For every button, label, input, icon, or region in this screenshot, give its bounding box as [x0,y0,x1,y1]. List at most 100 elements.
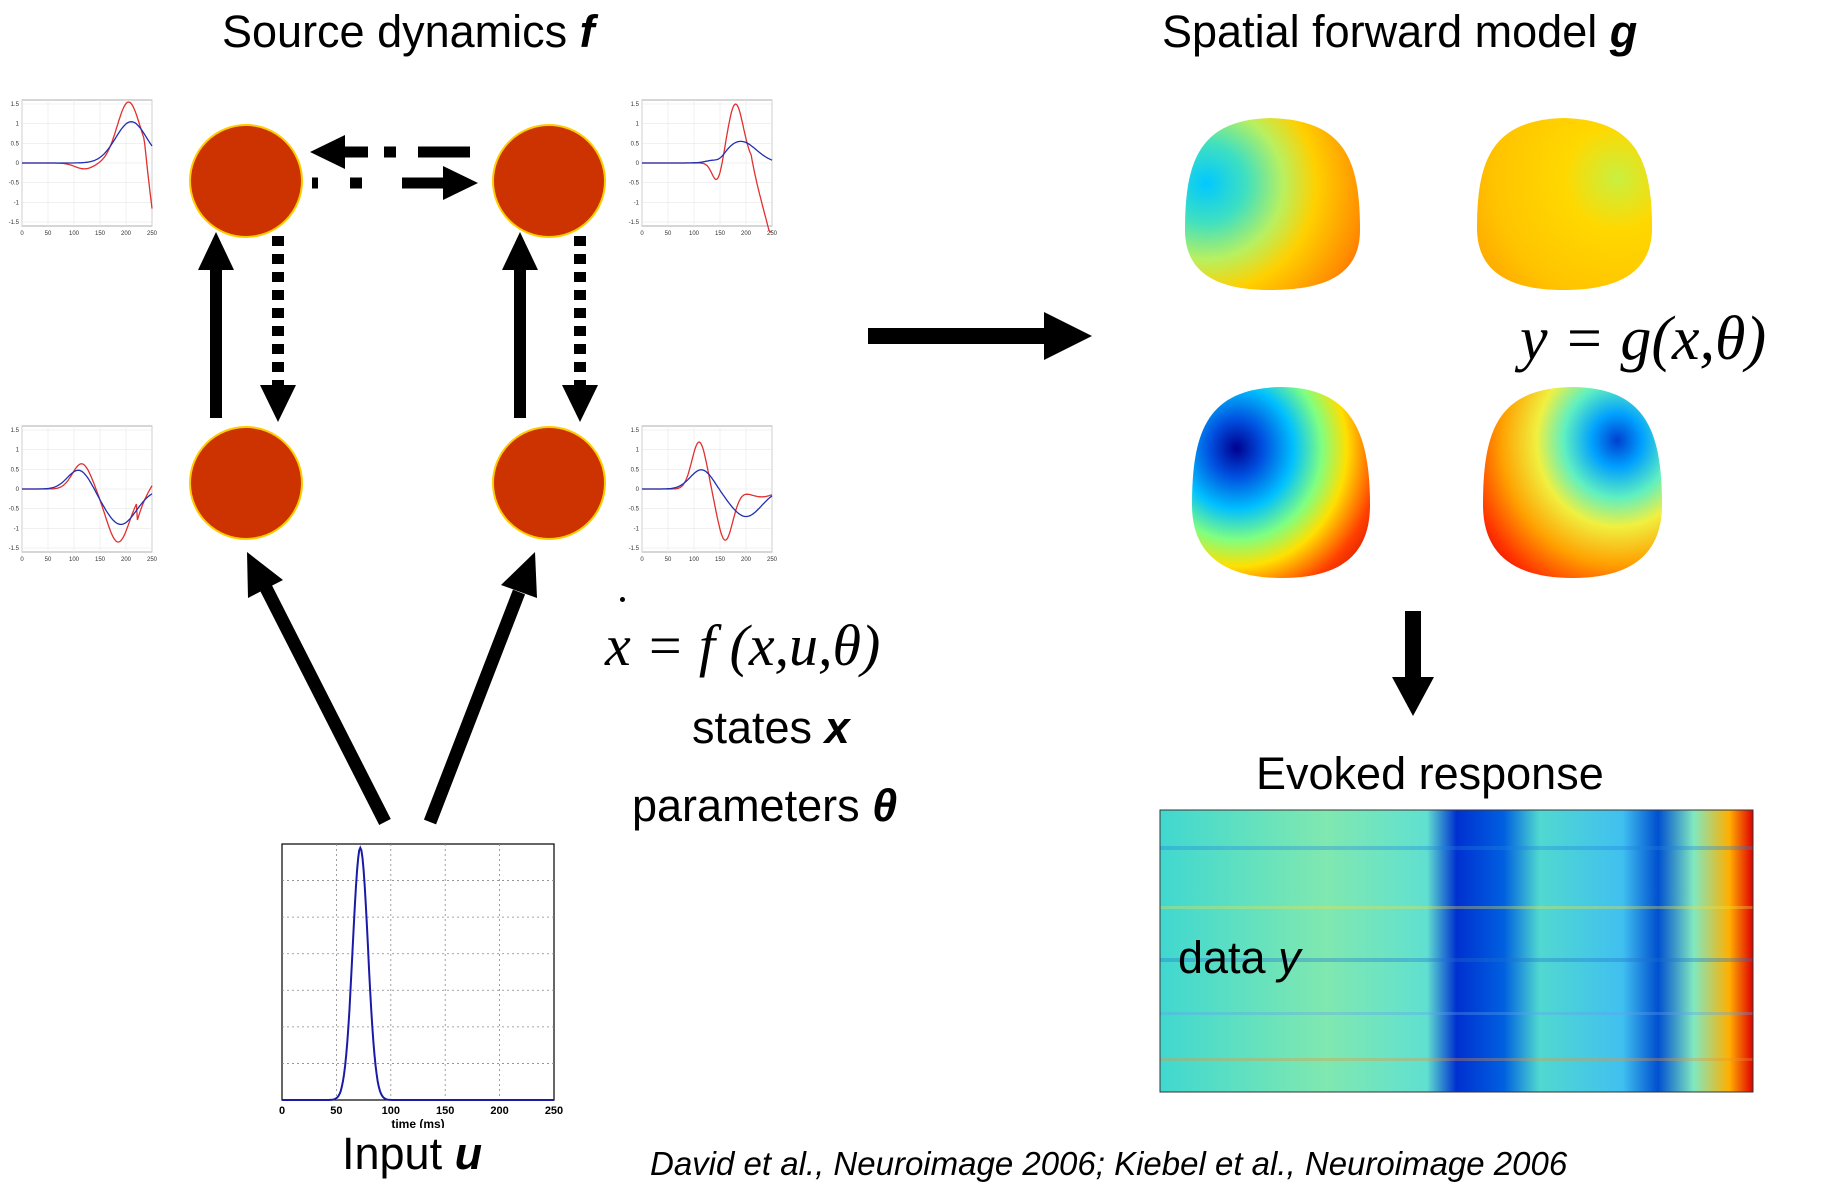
input-x-tick-label: 250 [545,1105,563,1117]
input-x-tick-label: 200 [490,1105,508,1117]
source-node-upper-right [492,124,606,238]
y-tick-label: -1.5 [629,546,640,552]
x-tick-label: 200 [741,557,752,563]
input-x-tick-label: 0 [279,1105,285,1117]
scalp-maps [1185,118,1662,578]
forward-equation: y = g(x,θ) [1520,305,1767,373]
scalp-map-3 [1192,387,1370,578]
source-dynamics-title: Source dynamics f [222,6,595,58]
y-tick-label: 1 [16,122,20,128]
y-tick-label: 1 [16,448,20,454]
dot-mark [620,597,625,602]
input-x-tick-label: 50 [330,1105,342,1117]
y-tick-label: 0 [636,487,640,493]
state-equation-lhs: x [605,613,631,678]
parameters-symbol: θ [872,780,898,831]
y-tick-label: -1 [634,200,640,206]
forward-model-symbol: g [1609,6,1638,57]
evoked-response-heatmap [1159,809,1754,1093]
y-tick-label: 0 [16,161,20,167]
blue-series-line [22,121,153,164]
x-tick-label: 200 [121,557,132,563]
blue-series-line [22,469,153,526]
scalp-map-4 [1483,387,1662,578]
y-tick-label: 0.5 [631,141,640,147]
source-dynamics-symbol: f [579,6,595,57]
forward-connection-arrows [198,232,538,418]
input-plot: 0 50 100 150 200 250 time (ms) [279,843,563,1128]
x-tick-label: 50 [665,557,672,563]
y-tick-label: -0.5 [9,181,20,187]
y-tick-label: -1.5 [9,220,20,226]
y-tick-label: -0.5 [9,507,20,513]
x-tick-label: 100 [689,557,700,563]
data-symbol: y [1278,932,1301,983]
y-tick-label: 1 [636,122,640,128]
evoked-response-title: Evoked response [1256,748,1604,799]
x-tick-label: 50 [45,231,52,237]
state-equation-rhs: = f (x,u,θ) [630,613,881,678]
x-tick-label: 250 [767,557,778,563]
forward-model-arrow [868,312,1092,360]
source-node-lower-right [492,426,606,540]
forward-model-title: Spatial forward model g [1162,6,1637,58]
y-tick-label: 0 [16,487,20,493]
lateral-connection-arrows [310,135,478,200]
y-tick-label: 1.5 [631,428,640,434]
blue-series-line [642,469,773,518]
x-tick-label: 150 [715,557,726,563]
y-tick-label: 0.5 [631,467,640,473]
y-tick-label: 1.5 [11,428,20,434]
x-tick-label: 250 [147,231,158,237]
backward-connection-arrows [260,236,598,422]
parameters-label: parameters θ [632,780,897,832]
y-tick-label: -1.5 [9,546,20,552]
states-label-text: states [692,702,825,753]
scalp-map-1 [1185,118,1360,290]
y-tick-label: -1 [634,526,640,532]
data-label-text: data [1178,932,1279,983]
x-tick-label: 150 [95,231,106,237]
x-tick-label: 100 [69,231,80,237]
citation: David et al., Neuroimage 2006; Kiebel et… [650,1145,1568,1182]
y-tick-label: 1.5 [631,102,640,108]
input-x-tick-label: 150 [436,1105,454,1117]
x-tick-label: 200 [121,231,132,237]
input-label-text: Input [342,1128,455,1179]
evoked-response-arrow [1392,611,1434,716]
input-label: Input u [342,1128,482,1180]
input-curve [282,845,554,1101]
input-symbol: u [454,1128,483,1179]
scalp-map-2 [1477,118,1652,290]
y-tick-label: -0.5 [629,181,640,187]
x-tick-label: 250 [147,557,158,563]
blue-series-line [642,140,773,164]
y-tick-label: 1.5 [11,102,20,108]
y-tick-label: -1.5 [629,220,640,226]
x-tick-label: 100 [689,231,700,237]
y-tick-label: -1 [14,526,20,532]
y-tick-label: 1 [636,448,640,454]
x-tick-label: 150 [715,231,726,237]
y-tick-label: 0.5 [11,467,20,473]
y-tick-label: -0.5 [629,507,640,513]
x-tick-label: 50 [665,231,672,237]
forward-model-title-text: Spatial forward model [1162,6,1610,57]
x-tick-label: 250 [767,231,778,237]
x-tick-label: 0 [640,557,644,563]
states-label: states x [692,702,850,754]
input-x-tick-label: 100 [382,1105,400,1117]
x-tick-label: 0 [20,231,24,237]
states-symbol: x [824,702,850,753]
x-tick-label: 200 [741,231,752,237]
parameters-label-text: parameters [632,780,873,831]
data-label: data y [1178,932,1301,984]
state-equation: x = f (x,u,θ) [605,612,880,679]
input-x-axis-label: time (ms) [391,1117,444,1128]
x-tick-label: 50 [45,557,52,563]
input-plot-frame [281,843,555,1101]
